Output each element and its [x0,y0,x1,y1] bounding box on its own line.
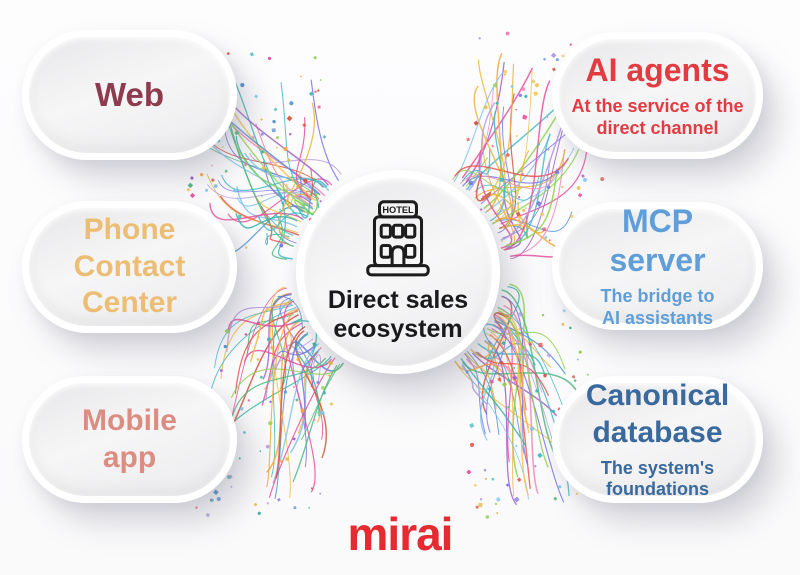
hotel-building-icon: HOTEL [366,199,430,276]
mirai-logo: mirai [347,508,454,560]
card-phone-contact-center-label: Phone Contact Center [73,213,186,320]
card-ai-agents: AI agents At the service of the direct c… [552,32,763,159]
card-ai-agents-subtitle: At the service of the direct channel [571,96,744,139]
card-mobile-app-label: Mobile app [82,403,177,474]
card-ai-agents-title: AI agents [585,52,730,89]
card-web-label: Web [94,75,165,113]
card-web: Web [22,30,237,160]
card-mcp-server: MCP server The bridge to AI assistants [552,202,763,330]
card-mcp-server-title: MCP server [609,203,706,279]
card-mcp-server-subtitle: The bridge to AI assistants [600,286,715,329]
card-mobile-app: Mobile app [22,376,237,503]
card-canonical-database: Canonical database The system's foundati… [552,376,763,503]
card-canonical-database-subtitle: The system's foundations [600,457,715,500]
hotel-sign-text: HOTEL [382,205,414,215]
center-circle: HOTEL Direct sales ecosystem [296,170,500,374]
card-canonical-database-title: Canonical database [585,379,730,449]
center-title: Direct sales ecosystem [327,285,469,344]
card-phone-contact-center: Phone Contact Center [22,201,237,333]
